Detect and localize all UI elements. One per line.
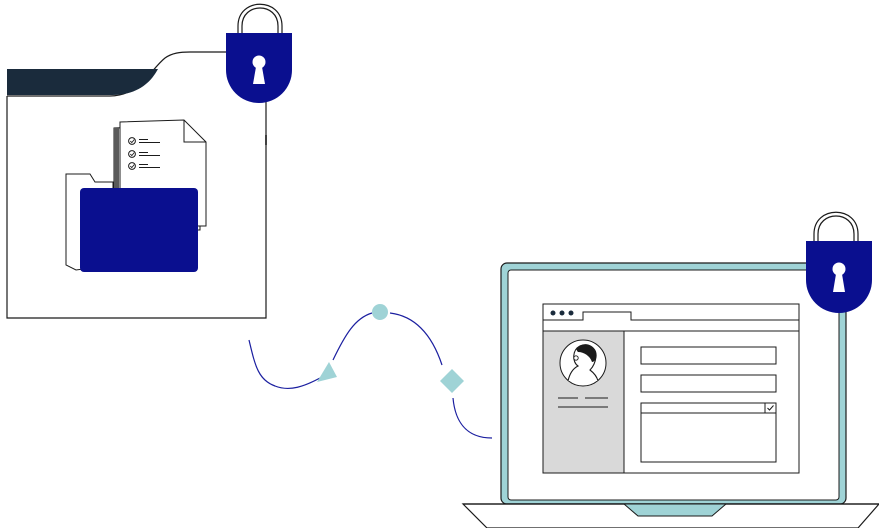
diamond-marker (440, 369, 464, 393)
triangle-marker (317, 362, 337, 382)
checklist-row (128, 162, 160, 170)
padlock-icon (226, 3, 292, 103)
window-control-dot (550, 310, 556, 316)
form-select-box (640, 402, 777, 463)
window-control-dot (568, 310, 574, 316)
circle-marker (372, 304, 388, 320)
folder-window-header (7, 69, 158, 95)
checklist-row (128, 150, 160, 158)
secure-folder-window (6, 51, 267, 319)
browser-window (542, 303, 800, 474)
padlock-icon (806, 211, 872, 313)
window-control-dot (559, 310, 565, 316)
laptop-hinge (622, 503, 728, 517)
folder-icon (65, 173, 198, 272)
checklist-row (128, 137, 160, 145)
check-icon (767, 405, 774, 411)
form-input-field (640, 346, 777, 365)
laptop-icon (461, 262, 879, 528)
form-input-field (640, 374, 777, 393)
avatar (559, 339, 607, 387)
transfer-path (248, 304, 493, 439)
